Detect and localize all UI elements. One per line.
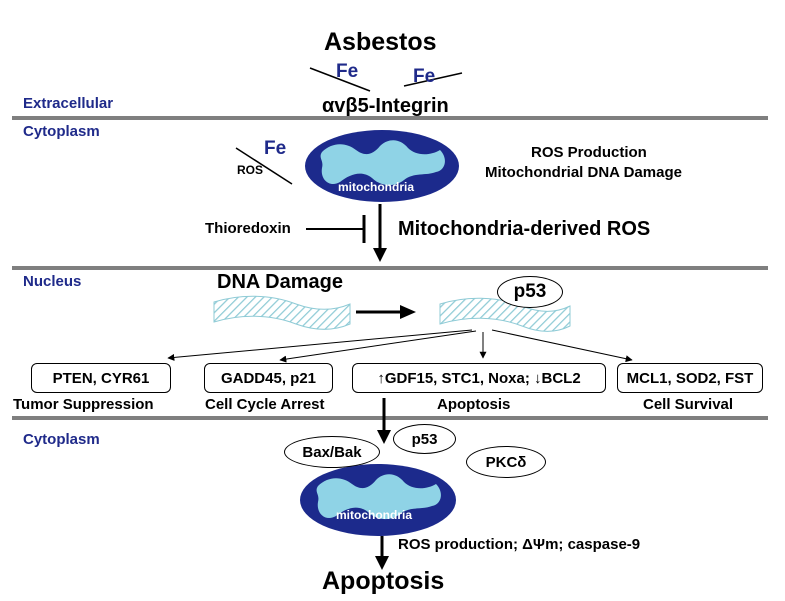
arrow-final-head	[375, 556, 389, 570]
fe-mito-label: Fe	[264, 138, 287, 159]
dna-strand-right	[439, 297, 571, 332]
box-survival-genes: MCL1, SOD2, FST	[617, 363, 763, 393]
arrow-to-arrest	[279, 330, 477, 363]
arrow-to-cyto-p53-head	[377, 430, 391, 444]
mitochondrion-bottom	[300, 464, 456, 536]
box-tumor-genes: PTEN, CYR61	[31, 363, 171, 393]
arrow-to-survival	[491, 329, 633, 363]
p53-cyto-oval: p53	[393, 424, 456, 454]
thioredoxin-label: Thioredoxin	[205, 220, 291, 237]
asbestos-fiber-mito	[235, 147, 293, 185]
integrin-label: αvβ5-Integrin	[322, 95, 449, 117]
arrow-dna-p53-head	[400, 305, 416, 319]
bax-bak-oval: Bax/Bak	[284, 436, 380, 468]
box-apoptosis-genes: ↑GDF15, STC1, Noxa; ↓BCL2	[352, 363, 606, 393]
ros-small-label: ROS	[237, 163, 264, 177]
mito-ros-label: Mitochondria-derived ROS	[398, 218, 651, 240]
dna-damage-label: DNA Damage	[217, 271, 343, 293]
arrow-to-tumor	[167, 329, 473, 361]
arrow-mito-ros-head	[373, 248, 387, 262]
region-label-cytoplasm-bottom: Cytoplasm	[23, 431, 100, 448]
cell-cycle-arrest-label: Cell Cycle Arrest	[205, 396, 325, 413]
final-apoptosis-label: Apoptosis	[322, 567, 445, 595]
box-arrest-genes: GADD45, p21	[204, 363, 333, 393]
title-asbestos: Asbestos	[324, 28, 437, 56]
mito-top-label: mitochondria	[338, 180, 415, 194]
tumor-suppression-label: Tumor Suppression	[13, 396, 154, 413]
apoptosis-target-label: Apoptosis	[437, 396, 511, 413]
dna-strand-left	[213, 295, 351, 330]
asbestos-fiber-right	[403, 72, 463, 87]
mito-dna-damage-label: Mitochondrial DNA Damage	[485, 164, 682, 181]
p53-nucleus-oval: p53	[497, 276, 563, 308]
pkc-delta-oval: PKCδ	[466, 446, 546, 478]
region-label-extracellular: Extracellular	[23, 95, 114, 112]
cell-survival-label: Cell Survival	[643, 396, 734, 413]
mito-events-label: ROS production; ΔΨm; caspase-9	[398, 536, 641, 553]
region-label-cytoplasm-top: Cytoplasm	[23, 123, 100, 140]
region-label-nucleus: Nucleus	[23, 273, 82, 290]
fe-right-label: Fe	[413, 66, 436, 87]
asbestos-fiber-left	[309, 67, 371, 92]
mito-bottom-label: mitochondria	[336, 508, 413, 522]
mitochondrion-top	[305, 130, 459, 202]
fe-left-label: Fe	[336, 61, 359, 82]
ros-production-label: ROS Production	[531, 144, 647, 161]
